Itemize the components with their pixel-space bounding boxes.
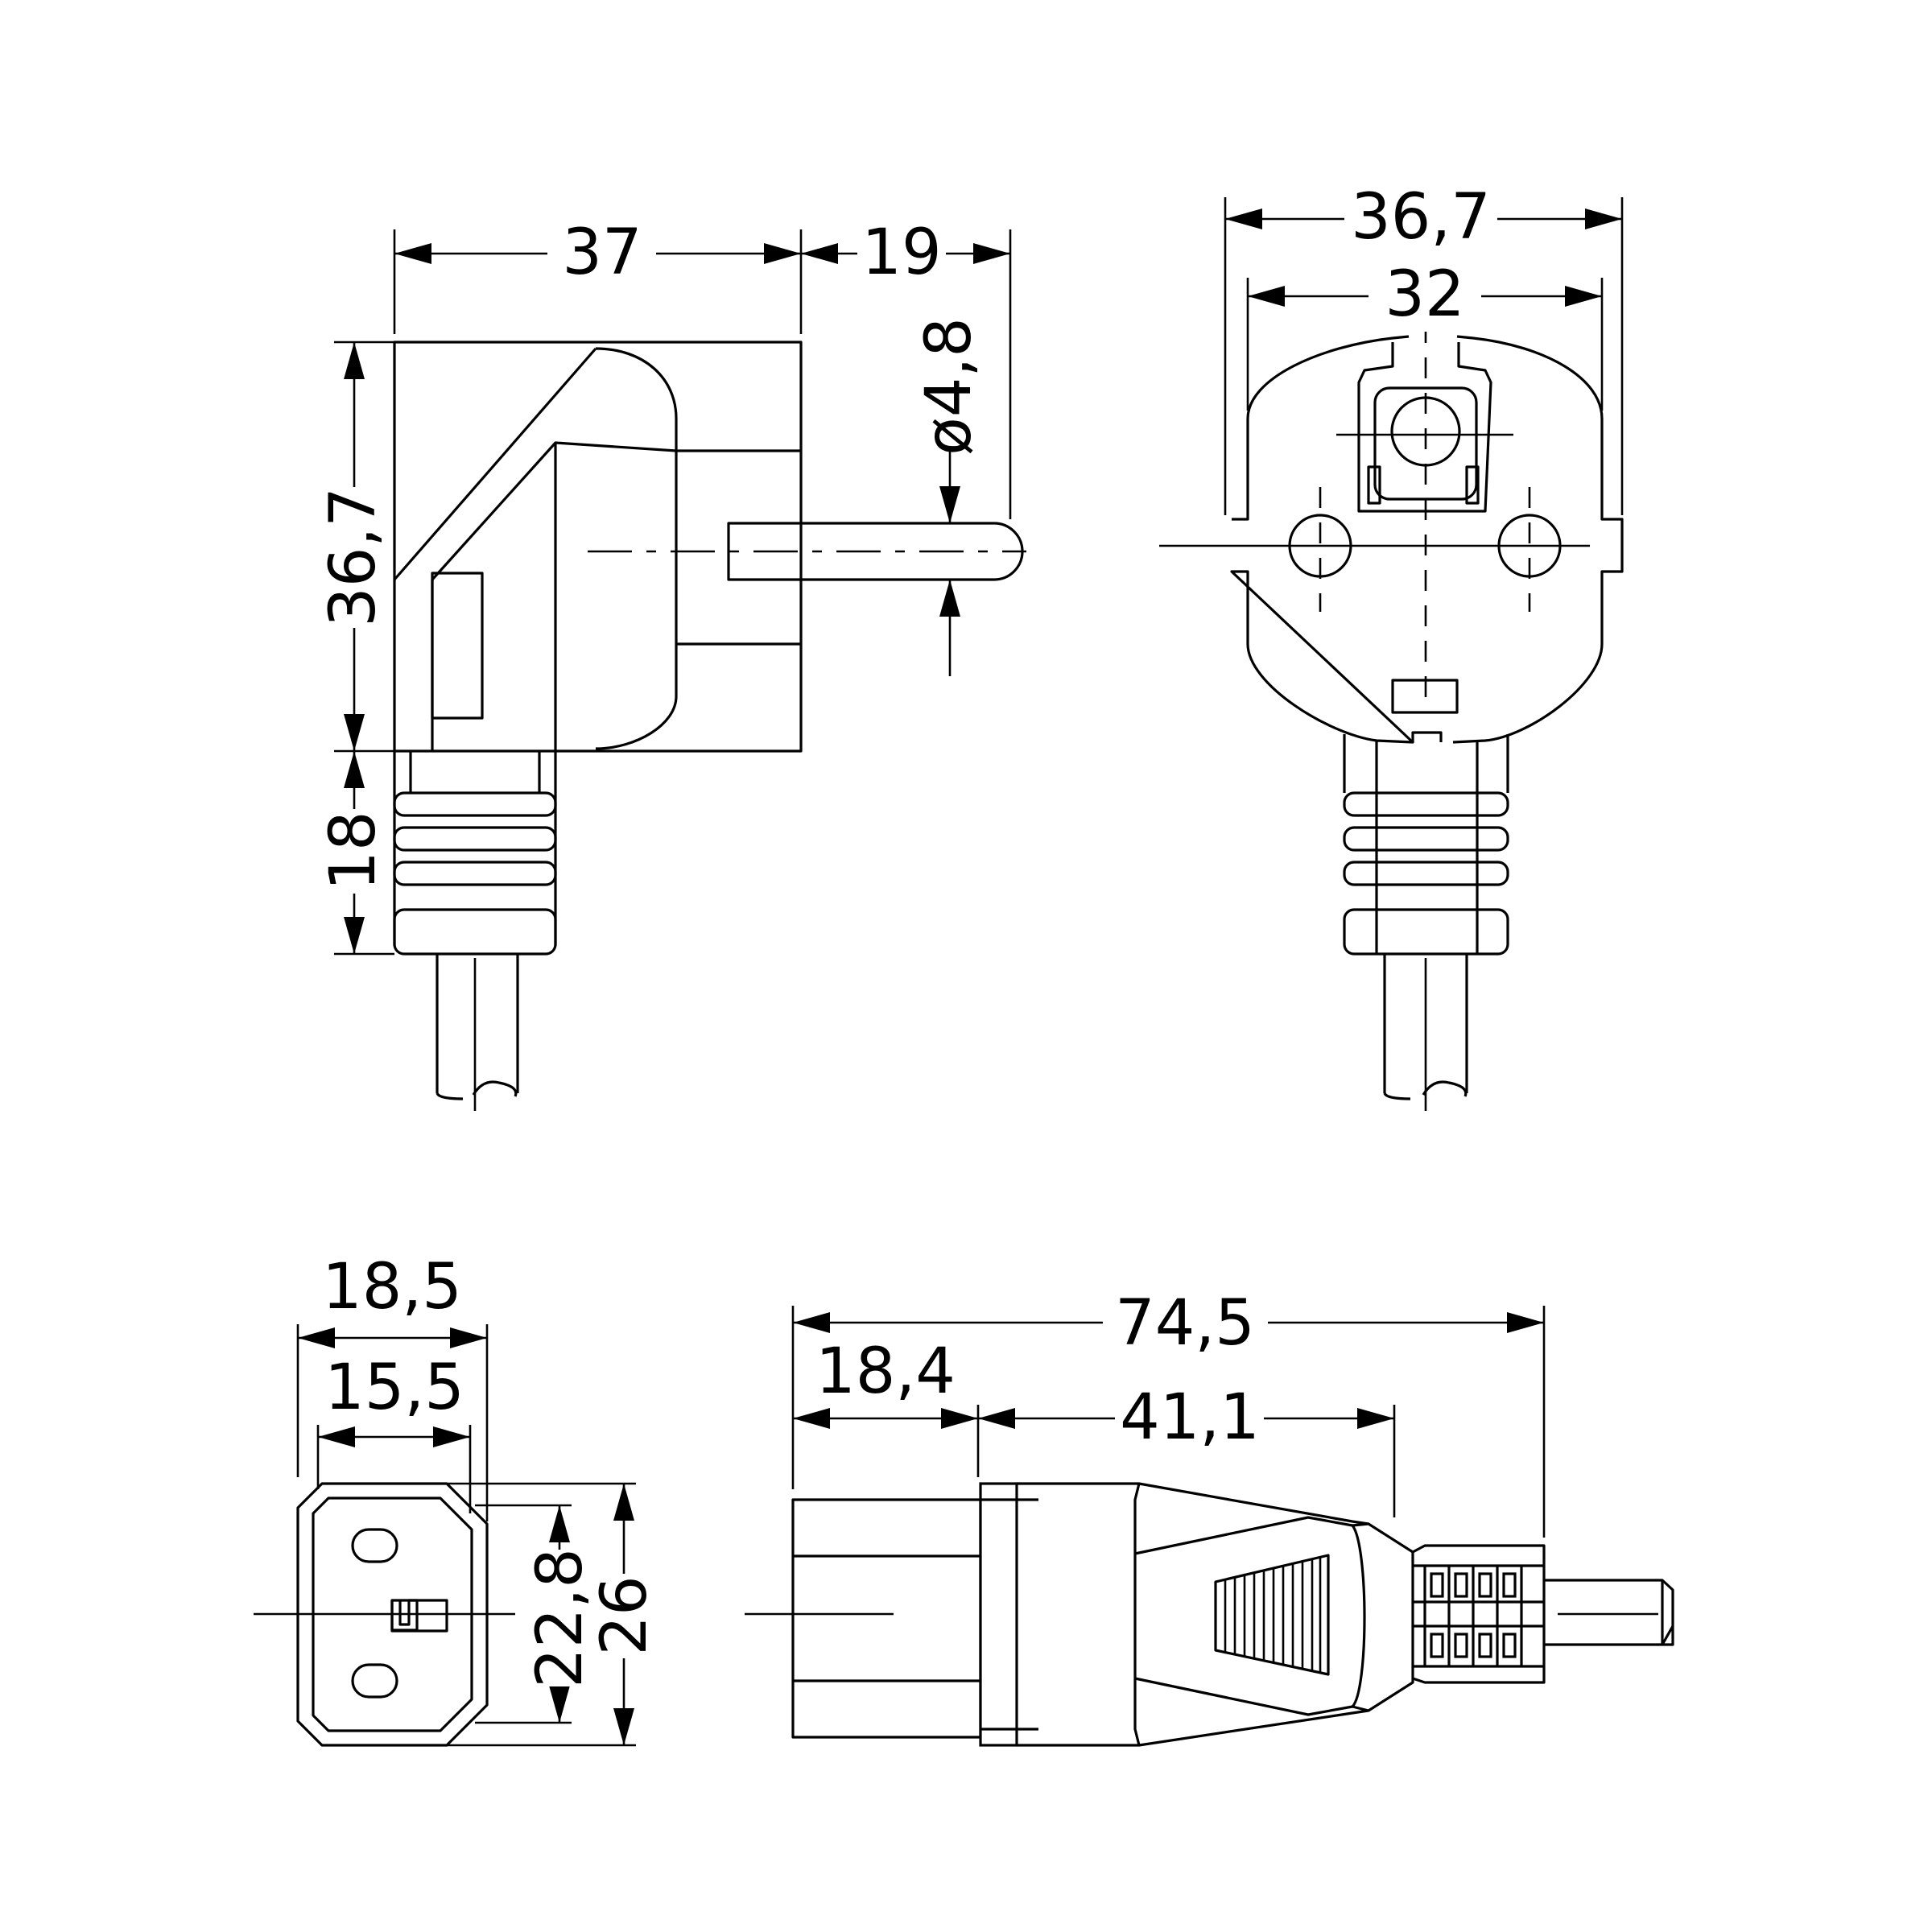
dim-pin-length: 19	[861, 217, 941, 289]
dim-strain-relief-length: 18	[317, 811, 390, 890]
dim-plug-front-width-inner: 32	[1385, 258, 1464, 331]
connector-front-dimensions: 18,5 15,5 22,8 26	[296, 1251, 661, 1747]
dim-connector-front-length: 18,4	[815, 1335, 956, 1408]
connector-side-dimensions: 74,5 18,4 41,1	[791, 1286, 1546, 1538]
dim-pin-diameter: ø4,8	[913, 317, 985, 456]
dim-connector-total-length: 74,5	[1115, 1287, 1255, 1360]
plug-front-view	[1159, 322, 1624, 1111]
plug-front-dimensions: 36,7 32	[1224, 181, 1624, 515]
dim-plug-side-width: 37	[562, 217, 642, 289]
connector-front-view	[254, 1482, 515, 1747]
connector-side-view	[745, 1482, 1674, 1747]
grip-ribs	[1224, 1557, 1322, 1674]
dim-connector-width-inner: 15,5	[324, 1352, 464, 1424]
plug-side-view	[393, 341, 1026, 1111]
dim-connector-height-outer: 26	[588, 1575, 661, 1655]
strain-relief-grid	[1413, 1566, 1544, 1666]
dim-connector-height-inner: 22,8	[524, 1548, 597, 1688]
dim-plug-front-width-outer: 36,7	[1351, 181, 1491, 254]
plug-side-dimensions: 37 19 ø4,8 36,7 18	[317, 217, 1012, 956]
dim-connector-body-length: 41,1	[1120, 1381, 1260, 1454]
dim-connector-width-outer: 18,5	[322, 1251, 462, 1323]
dim-plug-height: 36,7	[317, 487, 390, 627]
